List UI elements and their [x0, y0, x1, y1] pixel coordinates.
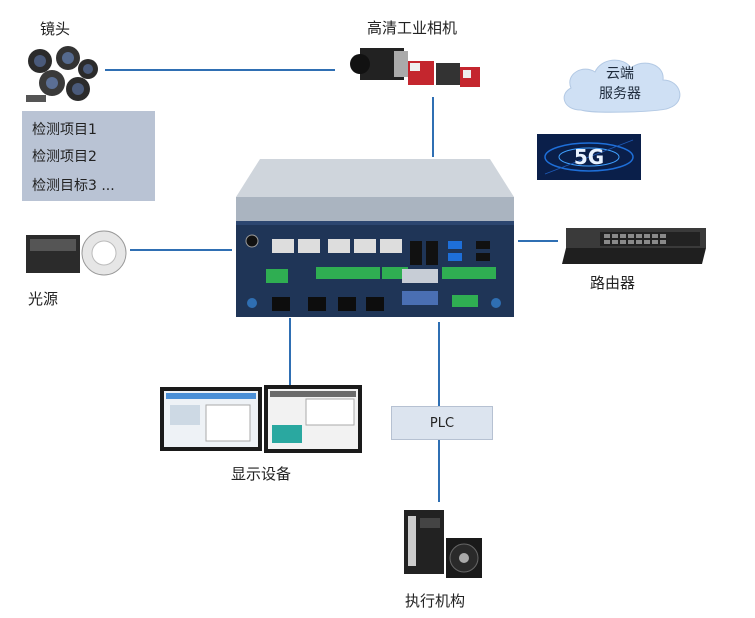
plc-device-connector: [438, 322, 440, 406]
camera-device-connector: [432, 97, 434, 157]
cloud-label-line1: 云端: [606, 66, 634, 82]
router-image: [560, 224, 710, 268]
display-device-image: [160, 385, 362, 453]
cloud-label-line2: 服务器: [599, 86, 641, 102]
5g-label: 5G: [573, 145, 605, 169]
plc-label: PLC: [429, 415, 455, 431]
inspection-item: 检测项目2: [32, 149, 97, 165]
lens-image: [22, 45, 100, 105]
plc-actuator-connector: [438, 440, 440, 502]
light-label: 光源: [28, 290, 59, 308]
display-label: 显示设备: [231, 465, 292, 483]
actuator-label: 执行机构: [405, 592, 466, 610]
light-device-connector: [130, 249, 232, 251]
plc-box: PLC: [391, 406, 493, 440]
camera-label: 高清工业相机: [367, 19, 458, 37]
actuator-image: [390, 502, 494, 586]
display-device-connector: [289, 318, 291, 386]
router-device-connector: [518, 240, 558, 242]
inspection-items-panel: 检测项目1 检测项目2 检测目标3 ...: [22, 111, 155, 201]
inspection-item: 检测目标3 ...: [32, 178, 115, 194]
light-source-image: [22, 227, 128, 279]
lens-camera-connector: [105, 69, 335, 71]
inspection-item: 检测项目1: [32, 122, 97, 138]
camera-image: [350, 43, 485, 95]
lens-label: 镜头: [40, 20, 71, 38]
industrial-pc-image: [232, 157, 518, 321]
cloud-icon: [553, 52, 693, 118]
5g-badge: 5G: [537, 134, 641, 180]
router-label: 路由器: [590, 274, 636, 292]
